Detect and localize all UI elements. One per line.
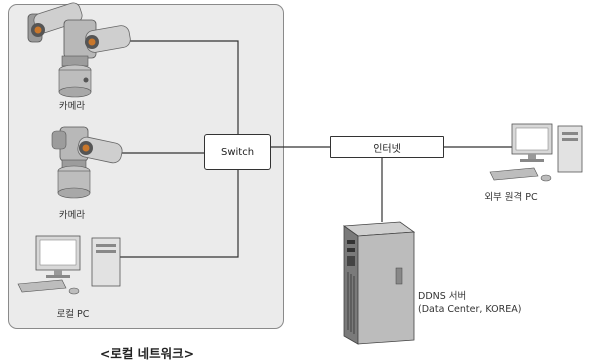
connection-lines <box>118 40 520 258</box>
switch-label: Switch <box>220 146 255 158</box>
switch-node: Switch <box>204 134 271 170</box>
local-network-caption: <로컬 네트워크> <box>99 346 195 361</box>
line-local-pc-switch <box>120 170 239 258</box>
internet-node: 인터넷 <box>330 136 444 158</box>
camera-mid-icon <box>51 126 123 199</box>
ddns-label-line2: (Data Center, KOREA) <box>418 304 522 315</box>
local-pc-label: 로컬 PC <box>56 309 90 320</box>
remote-pc-label: 외부 원격 PC <box>484 192 538 203</box>
local-pc-icon <box>17 235 121 295</box>
ddns-label-line1: DDNS 서버 <box>418 291 467 302</box>
ddns-server-icon <box>342 221 416 345</box>
remote-pc-icon <box>489 123 583 182</box>
line-camera-top-switch <box>118 40 239 134</box>
camera-top-icon <box>27 2 131 98</box>
camera-mid-label: 카메라 <box>58 210 86 221</box>
internet-label: 인터넷 <box>373 143 401 155</box>
camera-top-label: 카메라 <box>58 101 86 112</box>
